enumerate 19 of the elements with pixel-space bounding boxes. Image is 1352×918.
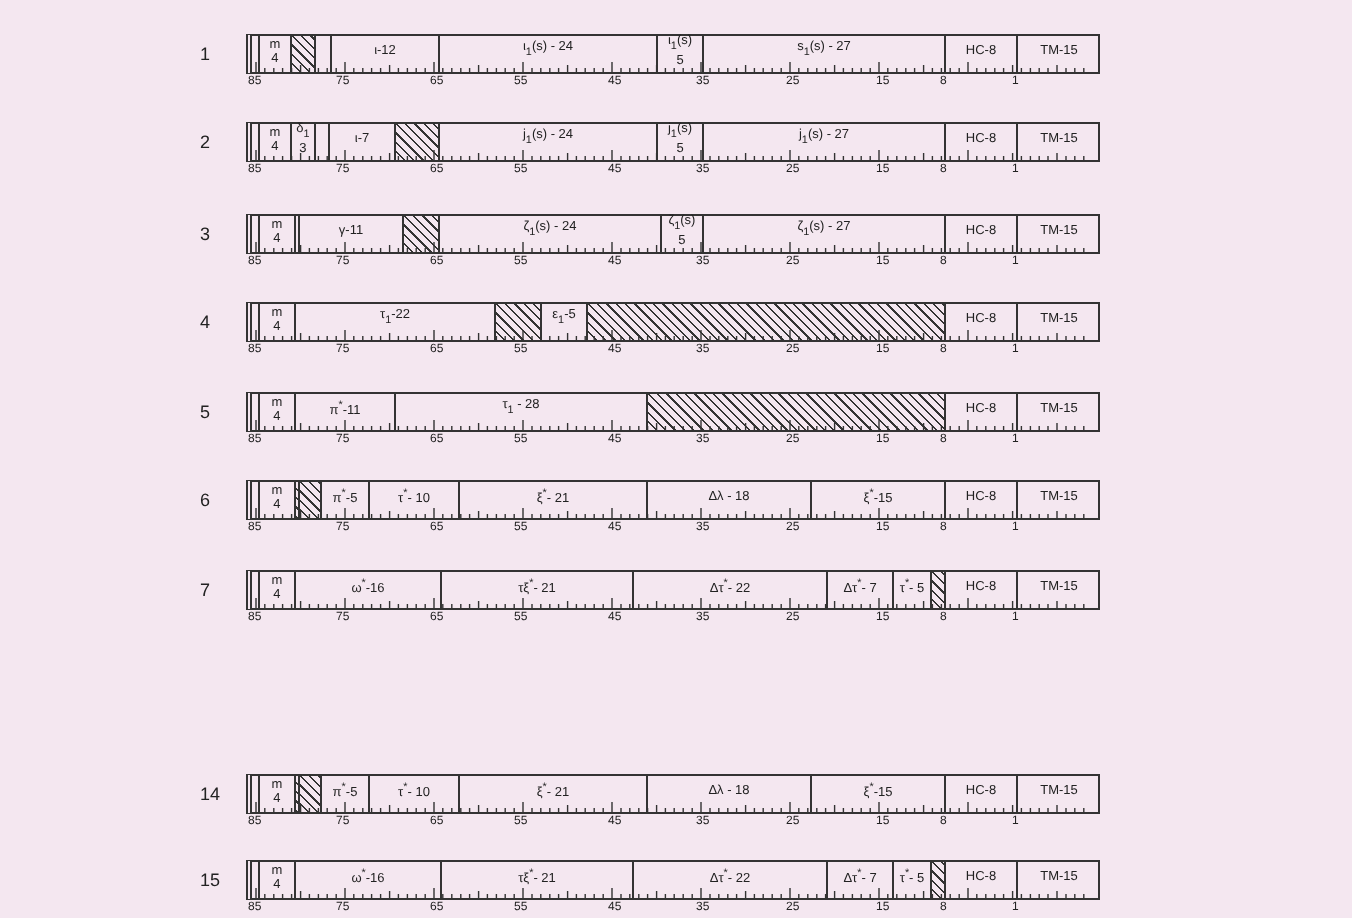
hatched-field [394,124,438,160]
row-number: 3 [200,224,211,244]
row-number: 6 [200,490,211,510]
hatched-field [290,36,314,72]
row-number: 15 [200,870,221,890]
hatched-field [402,216,438,252]
row-number: 1 [200,44,211,64]
hatched-field [294,482,320,518]
row-number: 7 [200,580,211,600]
row-number: 5 [200,402,211,422]
hatched-field [646,394,944,430]
hatched-field [586,304,944,340]
row-number: 14 [200,784,221,804]
hatched-field [930,862,944,898]
hatched-field [494,304,540,340]
row-number: 4 [200,312,211,332]
row-number: 2 [200,132,211,152]
hatched-field [294,776,320,812]
hatched-field [930,572,944,608]
